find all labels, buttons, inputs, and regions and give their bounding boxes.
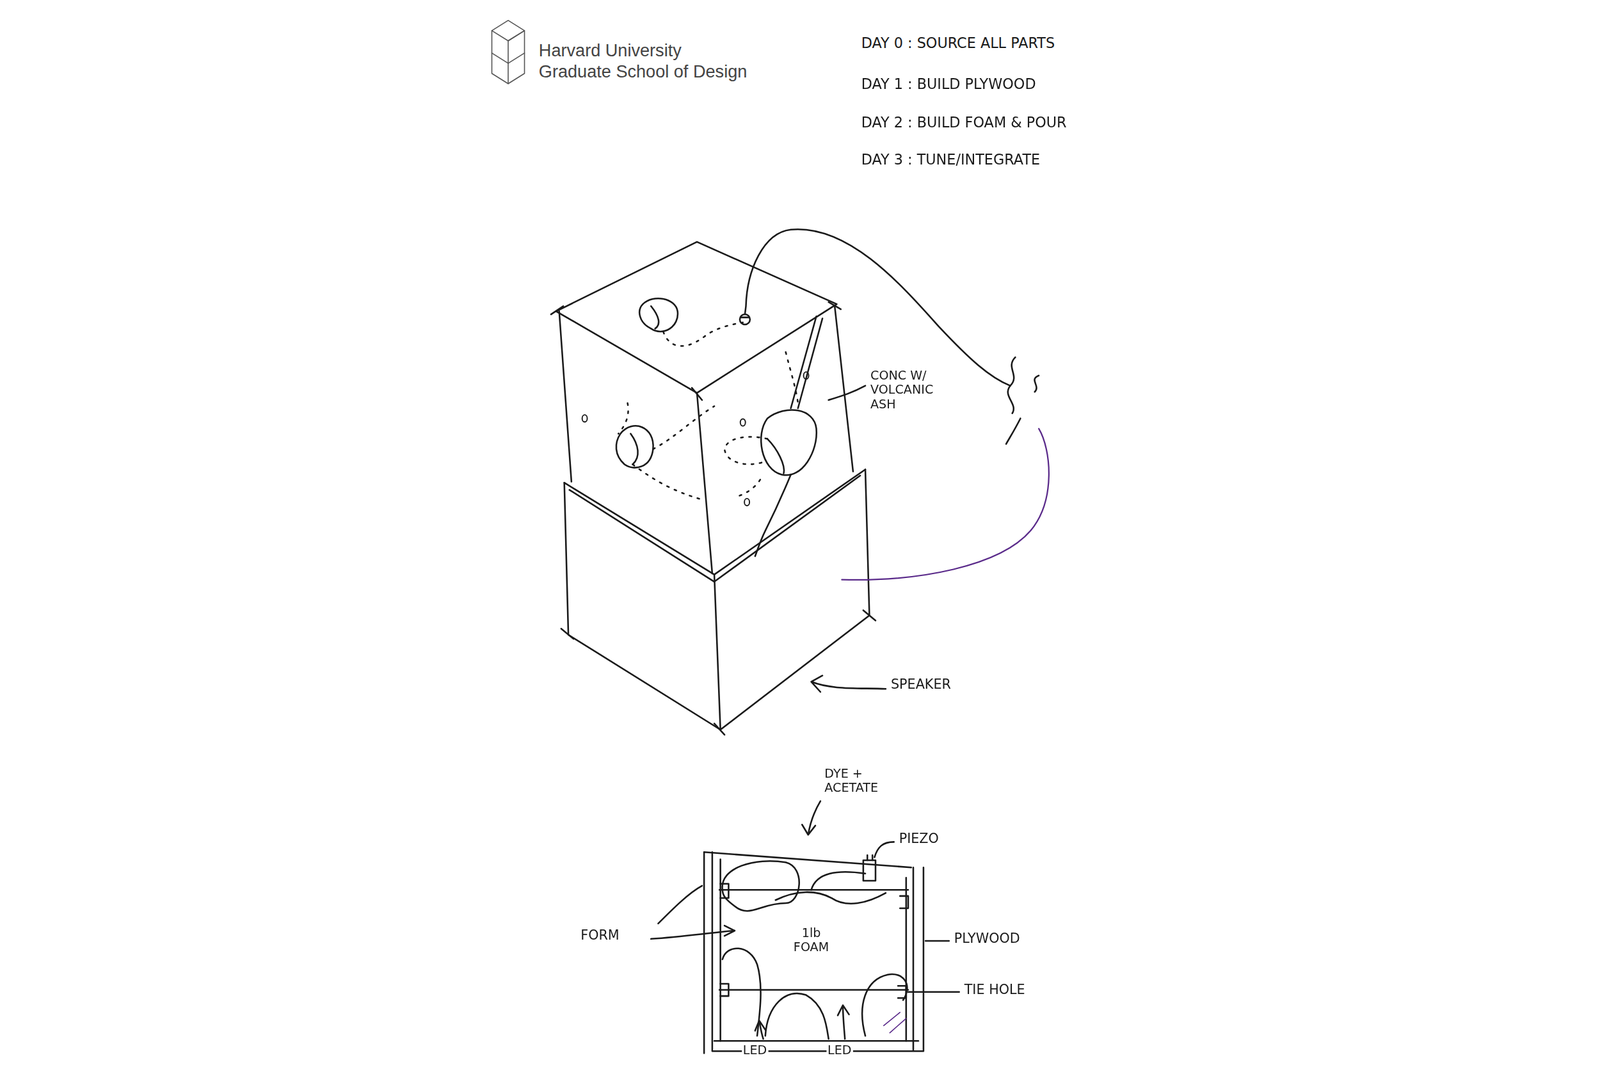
- schedule-note: DAY 0 : SOURCE ALL PARTS: [860, 34, 1056, 52]
- part-callout: TIE HOLE: [963, 982, 1026, 998]
- part-callout: FORM: [579, 928, 621, 944]
- part-callout: PIEZO: [897, 831, 940, 847]
- schedule-note: DAY 2 : BUILD FOAM & POUR: [860, 114, 1068, 132]
- material-label: 1lb FOAM: [783, 926, 839, 955]
- brand-subtitle: Graduate School of Design: [537, 62, 749, 82]
- part-callout: LED: [826, 1043, 853, 1058]
- material-callout: CONC W/ VOLCANIC ASH: [869, 369, 961, 412]
- material-callout: DYE + ACETATE: [823, 767, 906, 796]
- part-callout: PLYWOOD: [952, 931, 1021, 948]
- brand-name: Harvard University: [537, 40, 683, 61]
- schedule-note: DAY 1 : BUILD PLYWOOD: [860, 75, 1037, 93]
- schedule-note: DAY 3 : TUNE/INTEGRATE: [860, 151, 1042, 168]
- part-callout: SPEAKER: [889, 677, 952, 694]
- part-callout: LED: [741, 1043, 768, 1058]
